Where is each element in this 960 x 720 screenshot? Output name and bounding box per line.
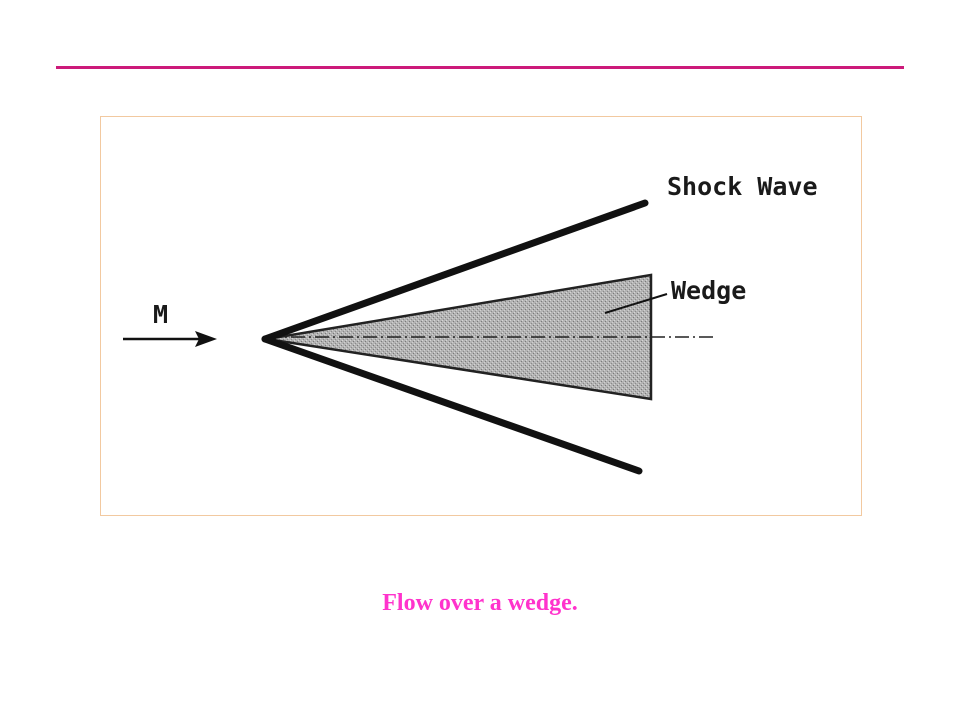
- flow-arrow-icon: [123, 331, 217, 347]
- shock-wave-lower: [261, 335, 643, 475]
- shock-wave-label: Shock Wave: [667, 172, 818, 201]
- wedge-label-leader: [604, 293, 668, 314]
- wedge-label: Wedge: [671, 276, 746, 305]
- mach-label: M: [153, 300, 168, 329]
- shock-wave-upper: [261, 199, 649, 343]
- wedge-flow-figure: Shock Wave Wedge M: [100, 116, 862, 516]
- top-divider-rule: [56, 66, 904, 69]
- figure-caption: Flow over a wedge.: [382, 590, 578, 616]
- wedge-flow-diagram: Shock Wave Wedge M: [123, 172, 818, 475]
